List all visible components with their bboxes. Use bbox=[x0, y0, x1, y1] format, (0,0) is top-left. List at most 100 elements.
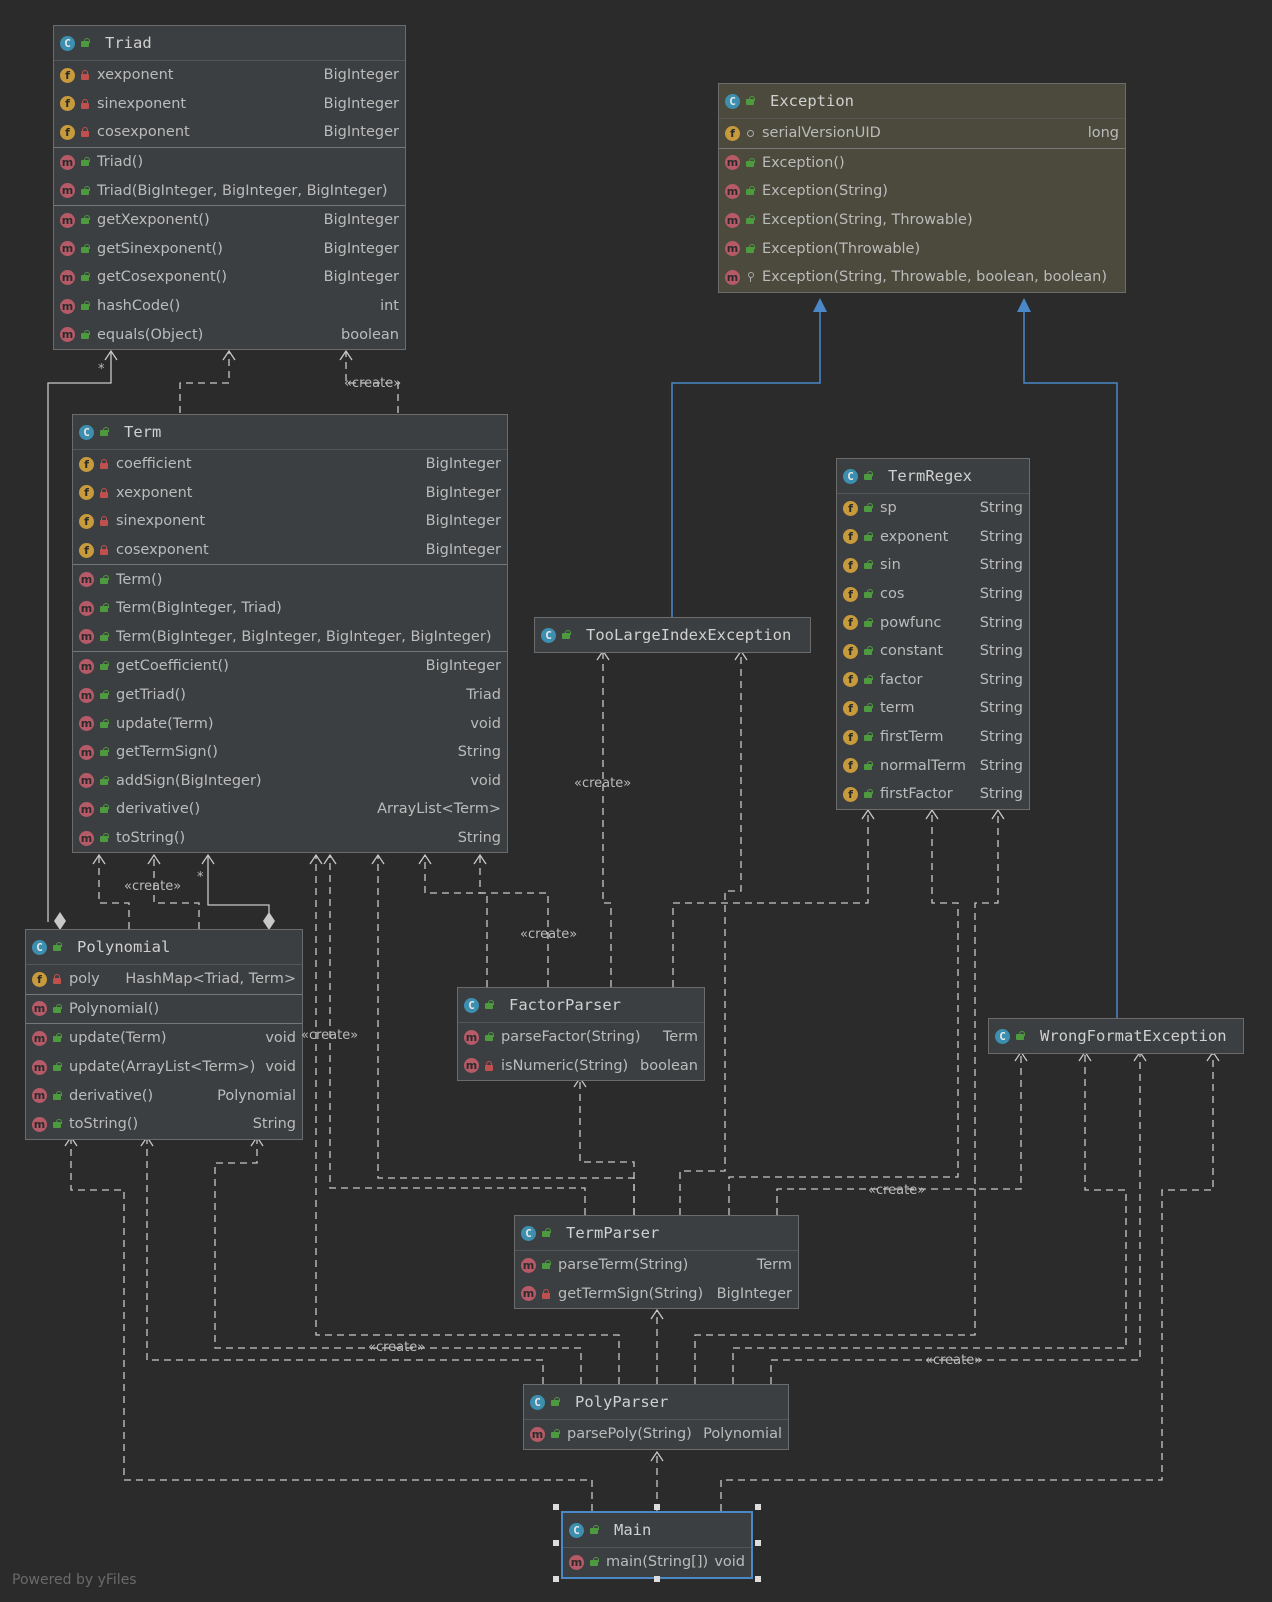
member-type: BigInteger bbox=[716, 1285, 792, 1302]
selection-handle[interactable] bbox=[755, 1540, 761, 1546]
public-icon bbox=[862, 588, 874, 600]
member-name: getXexponent() bbox=[97, 212, 210, 229]
member-type: Term bbox=[756, 1257, 792, 1274]
member-name: equals(Object) bbox=[97, 326, 204, 343]
field-icon: f bbox=[725, 125, 740, 141]
selection-handle[interactable] bbox=[755, 1576, 761, 1582]
member-name: parseTerm(String) bbox=[558, 1257, 689, 1274]
member-name: parsePoly(String) bbox=[567, 1426, 692, 1443]
public-icon bbox=[588, 1524, 600, 1536]
edge-termparser-wrongformat bbox=[776, 1052, 1022, 1215]
member-type: boolean bbox=[341, 326, 399, 343]
public-icon bbox=[79, 214, 91, 226]
selection-handle[interactable] bbox=[654, 1504, 660, 1510]
method-icon: m bbox=[569, 1554, 584, 1570]
public-icon bbox=[79, 243, 91, 255]
public-icon bbox=[862, 470, 874, 482]
selection-handle[interactable] bbox=[755, 1504, 761, 1510]
selection-handle[interactable] bbox=[654, 1576, 660, 1582]
member-name: Term(BigInteger, BigInteger, BigInteger,… bbox=[116, 628, 492, 645]
public-icon bbox=[51, 1032, 63, 1044]
edge-polyparser-wrongformat2 bbox=[770, 1052, 1141, 1384]
edge-polyparser-poly1 bbox=[146, 1137, 544, 1384]
class-name: TermRegex bbox=[888, 467, 972, 485]
field-icon: f bbox=[32, 971, 47, 987]
edge-factor-term bbox=[424, 855, 488, 987]
field-icon: f bbox=[843, 500, 858, 516]
member-name: toString() bbox=[69, 1116, 139, 1133]
selection-handle[interactable] bbox=[553, 1504, 559, 1510]
selection-handle[interactable] bbox=[553, 1540, 559, 1546]
method-icon: m bbox=[60, 298, 75, 314]
selection-handle[interactable] bbox=[553, 1576, 559, 1582]
public-icon bbox=[98, 832, 110, 844]
